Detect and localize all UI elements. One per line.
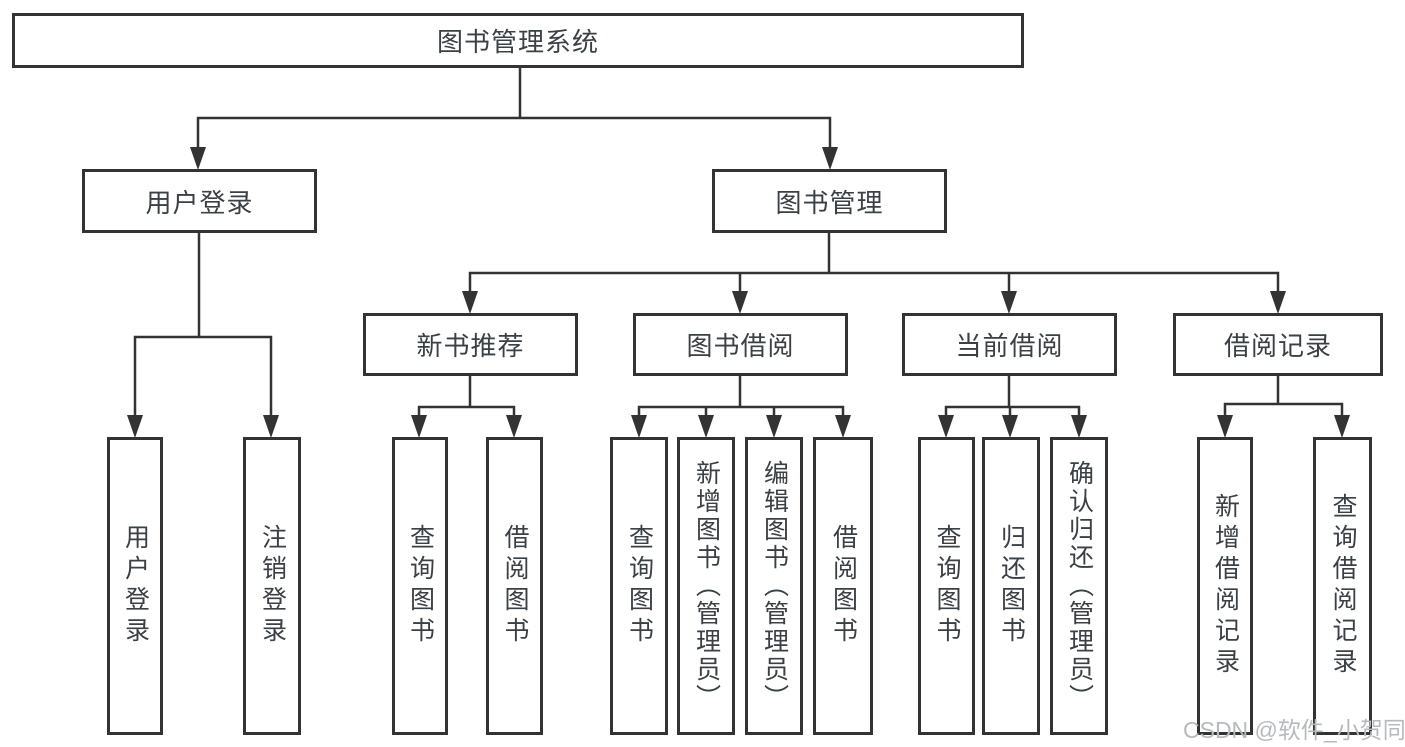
leaf-edit-book-label: 编辑图书（管理员） [760,460,789,712]
arrowheads-book-borrow-leaves [631,415,851,438]
arrowheads-new-book-rec-leaves [411,415,522,438]
connector-book-mgmt-to-level3 [468,233,1280,293]
leaf-query-book-3-label: 查询图书 [933,524,961,648]
connector-new-book-rec-leaves [417,376,516,417]
node-root-label: 图书管理系统 [436,27,599,57]
connector-user-login-to-leaves [133,233,273,417]
leaf-logout: 注销登录 [243,437,301,735]
leaf-query-record: 查询借阅记录 [1313,437,1372,735]
arrowheads-current-borrow-leaves [938,415,1087,438]
leaf-return-book-label: 归还图书 [997,524,1026,648]
node-root: 图书管理系统 [12,13,1024,68]
leaf-confirm-return: 确认归还（管理员） [1050,437,1108,735]
connector-borrow-records-leaves [1223,376,1344,417]
node-book-mgmt: 图书管理 [712,169,947,233]
leaf-query-record-label: 查询借阅记录 [1329,493,1357,679]
node-new-book-rec-label: 新书推荐 [416,331,525,361]
csdn-watermark: CSDN @软件_小贺同学 [1183,717,1405,743]
leaf-query-book-1-label: 查询图书 [406,524,435,648]
node-book-borrow-label: 图书借阅 [686,331,795,361]
connector-book-borrow-leaves [637,376,845,417]
node-new-book-rec: 新书推荐 [363,313,578,376]
leaf-add-record: 新增借阅记录 [1197,437,1253,735]
arrowheads-borrow-records-leaves [1217,415,1350,438]
leaf-query-book-2-label: 查询图书 [625,524,654,648]
leaf-confirm-return-label: 确认归还（管理员） [1065,460,1094,712]
leaf-return-book: 归还图书 [982,437,1040,735]
node-current-borrow: 当前借阅 [902,313,1117,376]
arrowheads-level2 [190,147,838,170]
leaf-borrow-book-1-label: 借阅图书 [501,524,529,648]
node-borrow-records-label: 借阅记录 [1223,331,1332,361]
connector-current-borrow-leaves [944,376,1081,417]
arrowheads-user-login-leaves [127,415,279,438]
node-borrow-records: 借阅记录 [1173,313,1383,376]
leaf-user-login: 用户登录 [107,437,163,735]
leaf-query-book-2: 查询图书 [610,437,668,735]
leaf-query-book-1: 查询图书 [392,437,448,735]
node-book-mgmt-label: 图书管理 [775,187,884,218]
leaf-borrow-book-2-label: 借阅图书 [829,524,858,648]
leaf-borrow-book-2: 借阅图书 [813,437,873,735]
node-current-borrow-label: 当前借阅 [955,331,1064,361]
leaf-add-record-label: 新增借阅记录 [1211,493,1240,679]
leaf-add-book-label: 新增图书（管理员） [692,460,721,712]
leaf-user-login-label: 用户登录 [121,524,150,648]
leaf-borrow-book-1: 借阅图书 [486,437,543,735]
node-user-login: 用户登录 [82,169,317,233]
leaf-query-book-3: 查询图书 [918,437,975,735]
node-user-login-label: 用户登录 [145,187,254,218]
connector-root-to-level2 [196,68,832,149]
leaf-edit-book: 编辑图书（管理员） [745,437,803,735]
arrowheads-level3 [462,291,1286,314]
node-book-borrow: 图书借阅 [633,313,848,376]
leaf-add-book: 新增图书（管理员） [677,437,735,735]
leaf-logout-label: 注销登录 [258,524,287,648]
